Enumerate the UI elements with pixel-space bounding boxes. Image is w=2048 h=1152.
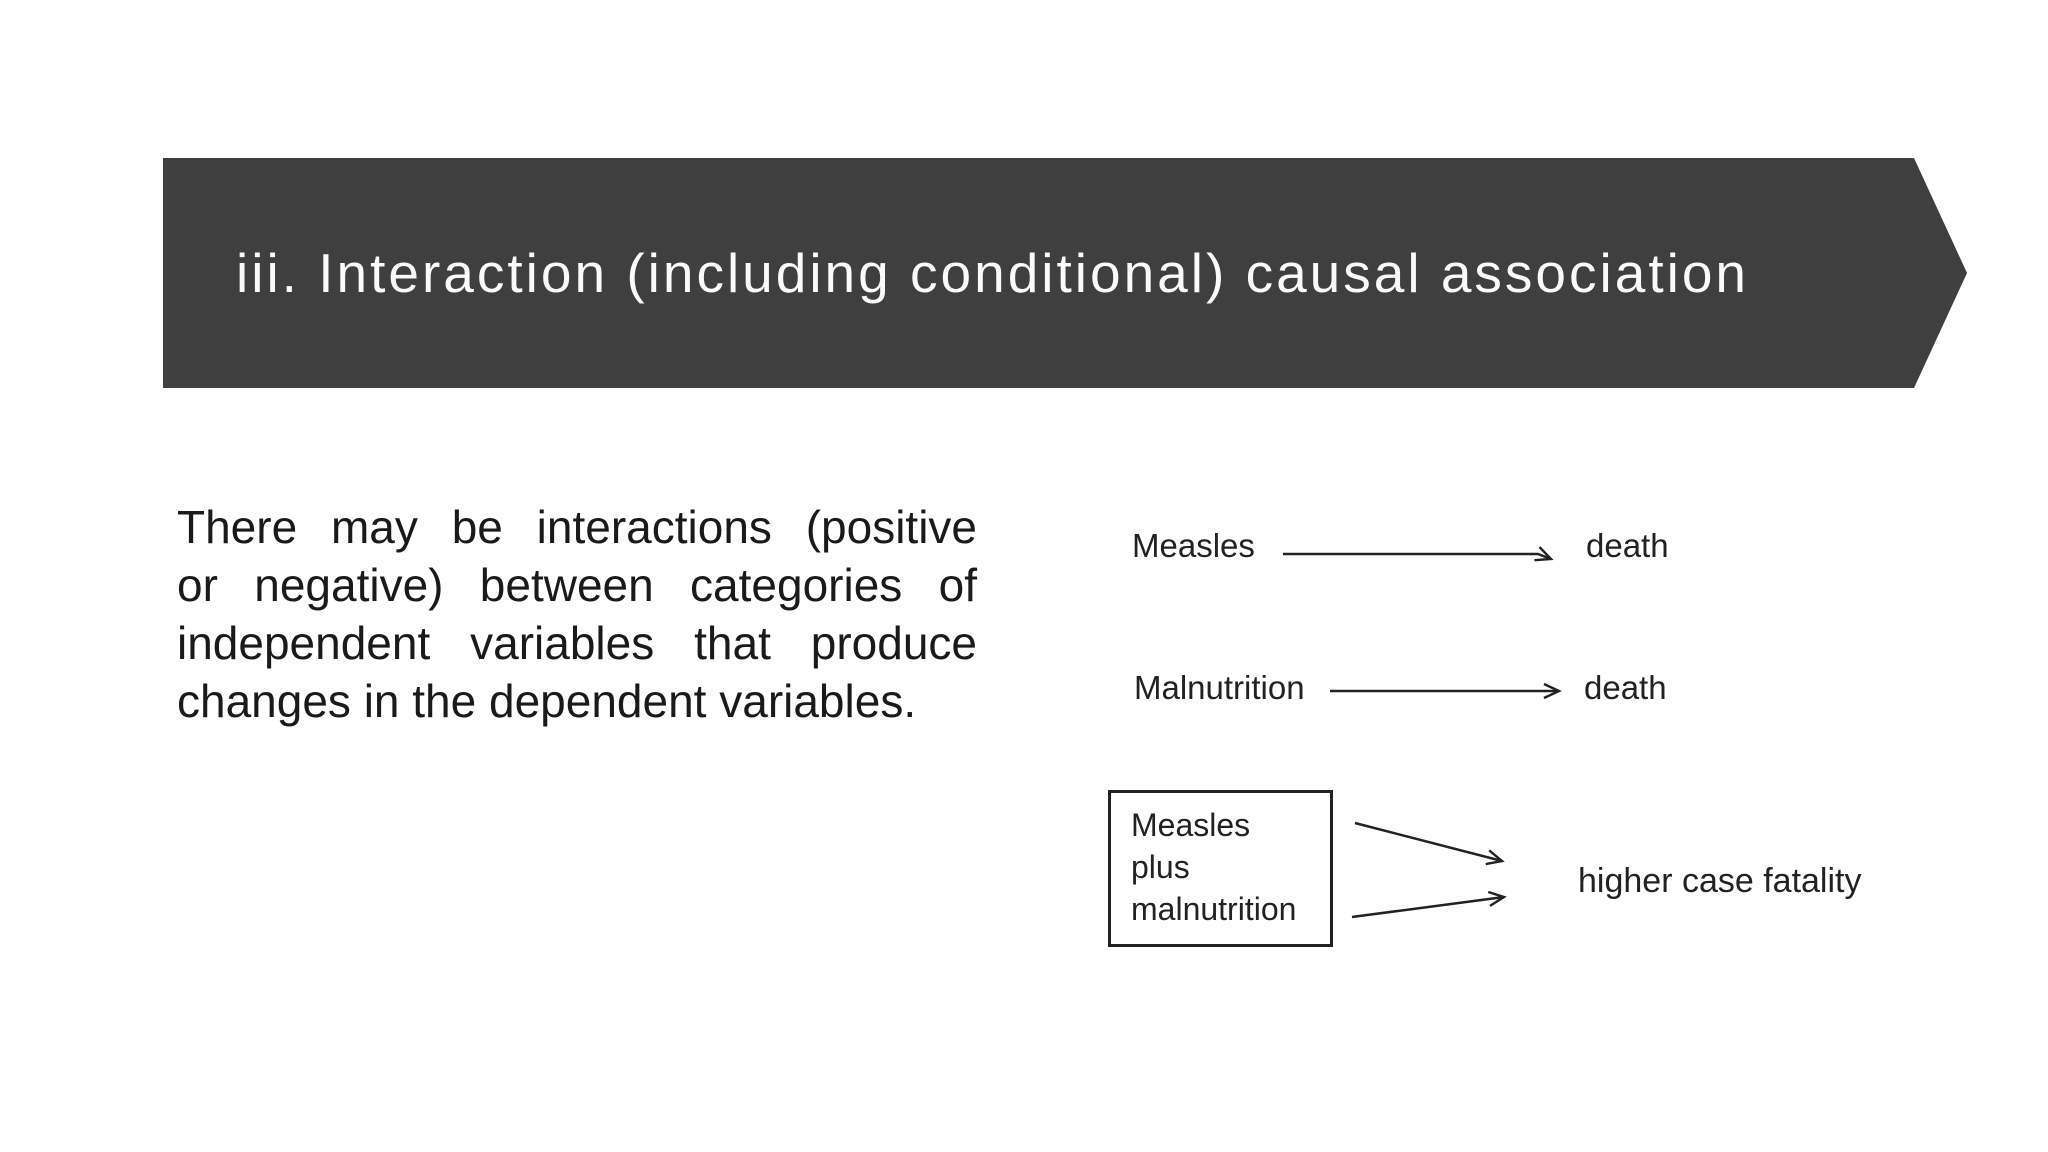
body-text-line: There may be interactions (positive: [177, 501, 977, 553]
diagram-label-malnutrition: Malnutrition: [1134, 669, 1305, 706]
box-to-outcome-upper-arrow: [1354, 821, 1505, 866]
causal-diagram: Measles death Malnutrition death Measles…: [1100, 500, 2000, 1000]
diagram-label-measles: Measles: [1132, 527, 1255, 564]
title-banner: iii. Interaction (including conditional)…: [163, 158, 1967, 388]
box-text-line: malnutrition: [1131, 891, 1297, 927]
box-text-line: Measles: [1131, 807, 1251, 843]
box-to-outcome-lower-arrow: [1351, 890, 1507, 919]
box-text-line: plus: [1131, 849, 1190, 885]
diagram-arrow-layer: [1283, 546, 1562, 919]
diagram-label-death-1: death: [1586, 527, 1669, 564]
measles-to-death-arrow: [1283, 546, 1554, 562]
measles-plus-malnutrition-box: Measles plus malnutrition: [1108, 790, 1333, 947]
body-text-line: changes in the dependent variables.: [177, 675, 917, 727]
body-paragraph: There may be interactions (positive or n…: [177, 498, 977, 730]
diagram-label-higher-case-fatality: higher case fatality: [1578, 862, 1862, 900]
body-text-line: or negative) between categories of: [177, 559, 977, 611]
diagram-label-death-2: death: [1584, 669, 1667, 706]
slide-title: iii. Interaction (including conditional)…: [236, 242, 1750, 304]
body-text-line: independent variables that produce: [177, 617, 977, 669]
